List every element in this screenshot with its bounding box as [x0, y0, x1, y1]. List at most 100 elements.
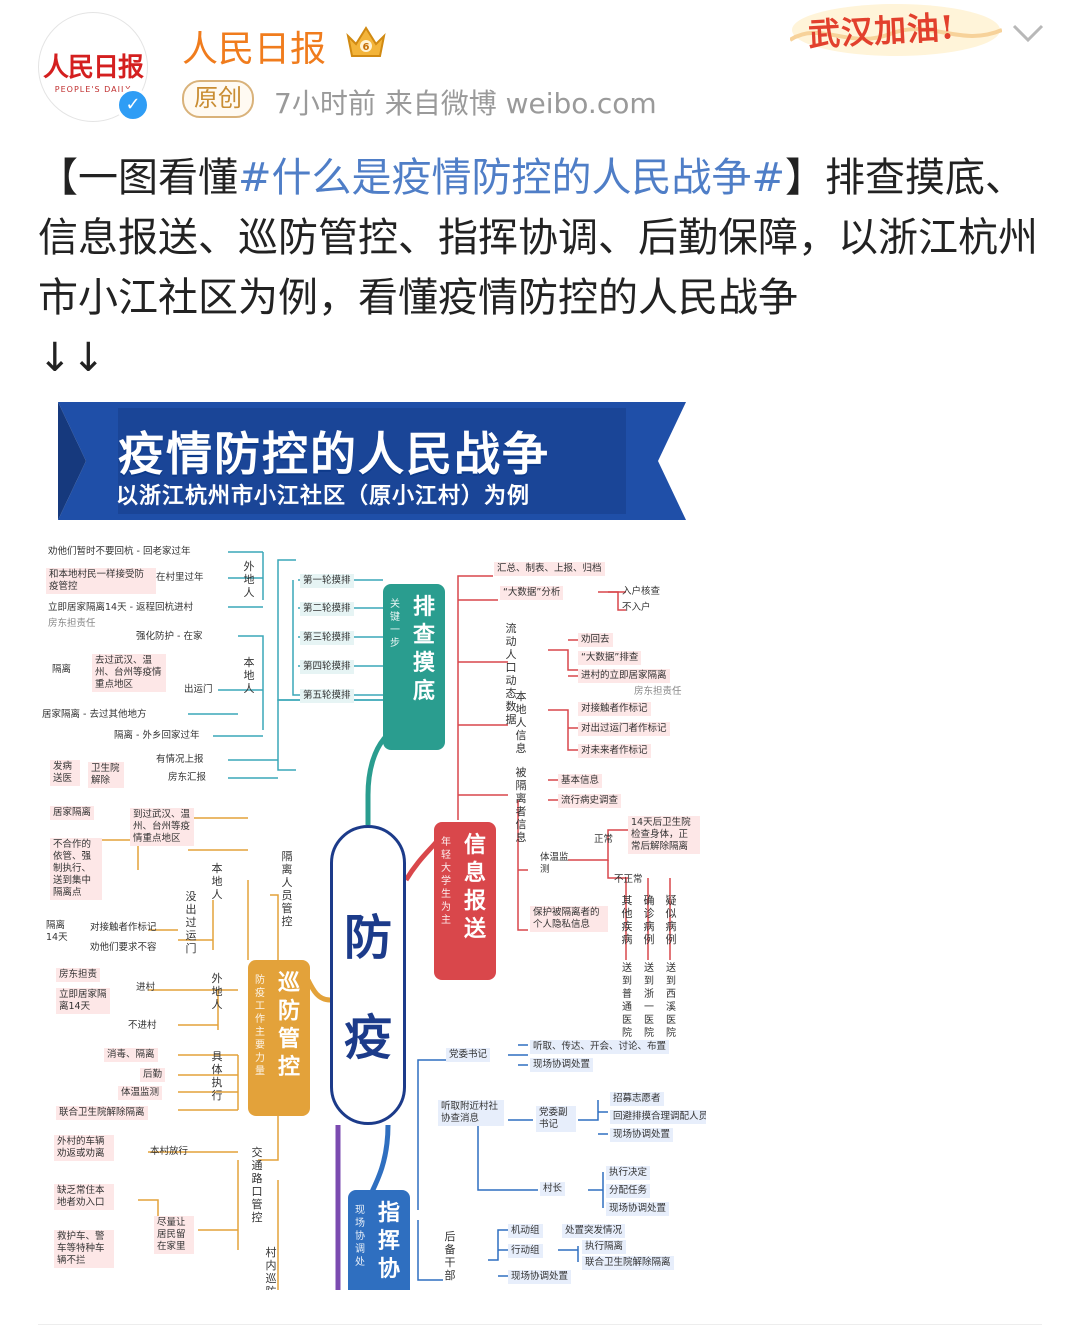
lt-waidi: 外地人 [243, 560, 255, 599]
lt-item-10: 隔离 - 外乡回家过年 [114, 730, 200, 741]
divider [38, 1324, 1042, 1325]
lt-item-6: 去过武汉、温州、台州等疫情重点地区 [92, 654, 166, 692]
lb-item-13: 后勤 [140, 1068, 166, 1082]
lb-vert-6: 村内巡防 [265, 1246, 277, 1290]
rb-item-6: 回避排摸合理调配人员 [610, 1110, 706, 1124]
rb-item-17: 联合卫生院解除隔离 [582, 1256, 674, 1270]
rb-item-15: 行动组 [508, 1244, 543, 1258]
username[interactable]: 人民日报 [182, 29, 327, 70]
rt-item-4: 劝回去 [578, 633, 613, 647]
post-prefix: 【一图看懂 [38, 155, 238, 201]
rt-dest-0: 送到普通医院 [622, 963, 632, 1039]
rb-item-11: 现场协调处置 [606, 1202, 670, 1216]
avatar-subtitle: PEOPLE'S DAILY [54, 85, 132, 94]
branch-zhihui-sub: 现场协调处 [355, 1205, 365, 1268]
branch-xunfang-sub: 防疫工作主要力量 [255, 975, 265, 1077]
rb-item-12: 后备干部 [444, 1230, 456, 1282]
lt-item-2: 在村里过年 [156, 572, 204, 583]
rb-item-5: 招募志愿者 [610, 1092, 664, 1106]
lt-item-7: 隔离 [52, 664, 72, 675]
avatar-logo: 人民日报 [42, 53, 144, 83]
info-subtitle: 以浙江杭州市小江社区（原小江村）为例 [116, 484, 531, 509]
lt-round-3: 第三轮摸排 [300, 631, 354, 645]
lt-item-3: 立即居家隔离14天 - 返程回杭进村 [48, 602, 194, 613]
lt-round-4: 第四轮摸排 [300, 660, 354, 674]
lb-vert-0: 隔离人员管控 [281, 850, 293, 928]
rb-item-0: 党委书记 [446, 1048, 491, 1062]
lb-vert-2: 没出过运门 [185, 890, 197, 955]
lb-item-7: 劝他们要求不容 [90, 942, 157, 953]
rt-item-6: 进村的立即居家隔离 [578, 669, 670, 683]
rt-item-5: “大数据”排查 [578, 651, 642, 665]
lb-item-10: 进村 [136, 982, 156, 993]
lb-item-4: 不合作的依管、强制执行、送到集中隔离点 [50, 838, 102, 900]
rt-dest-2: 送到西溪医院 [666, 963, 676, 1039]
lb-item-19: 救护车、警车等特种车辆不拦 [54, 1230, 114, 1268]
rt-item-0: 汇总、制表、上报、归档 [494, 562, 605, 576]
rt-item-16: 不正常 [614, 874, 643, 885]
lb-item-3: 到过武汉、温州、台州等疫情重点地区 [130, 808, 194, 846]
rt-group-1: 本地人信息 [515, 690, 527, 755]
lb-item-1: 卫生院解除 [88, 762, 124, 788]
lb-item-14: 体温监测 [118, 1086, 163, 1100]
branch-xinxi-sub: 年轻大学生为主 [441, 837, 451, 926]
rt-vertical-0: 其他疾病 [621, 894, 633, 946]
lb-item-6: 对接触者作标记 [90, 922, 157, 933]
chevron-down-icon[interactable] [1010, 20, 1046, 46]
branch-xinxi: 年轻大学生为主 信息报送 [434, 822, 496, 980]
lt-item-8: 出运门 [184, 684, 213, 695]
rb-item-10: 分配任务 [606, 1184, 651, 1198]
post-body: 】排查摸底、信息报送、巡防管控、指挥协调、后勤保障，以浙江杭州市小江社区为例，看… [38, 155, 1038, 321]
lt-item-5: 强化防护 - 在家 [136, 631, 203, 642]
rt-item-15: 体温监测 [540, 852, 569, 875]
lt-round-5: 第五轮摸排 [300, 689, 354, 703]
rb-item-3: 听取附近村社协查消息 [438, 1100, 504, 1126]
rt-item-14: 正常 [594, 834, 614, 845]
rt-item-2: 入户核查 [622, 586, 661, 597]
hub-char-2: 疫 [343, 1010, 392, 1066]
lt-item-12: 房东汇报 [168, 772, 207, 783]
branch-paicha: 关键一步 排查摸底 [383, 584, 445, 750]
branch-zhihui: 现场协调处 指挥协 [348, 1190, 410, 1290]
rt-item-3: 不入户 [622, 602, 651, 613]
verified-icon: ✓ [116, 88, 150, 122]
rt-item-7: 房东担责任 [634, 686, 682, 697]
rt-dest-1: 送到浙一医院 [644, 963, 654, 1039]
branch-xinxi-title: 信息报送 [463, 833, 486, 942]
rb-item-13: 机动组 [508, 1224, 543, 1238]
original-tag: 原创 [182, 80, 254, 118]
hashtag-link[interactable]: #什么是疫情防控的人民战争# [238, 155, 786, 201]
lb-item-11: 不进村 [128, 1020, 157, 1031]
rb-item-1: 听取、传达、开会、讨论、布置 [530, 1040, 670, 1054]
rt-item-12: 流行病史调查 [558, 794, 622, 808]
rt-item-11: 基本信息 [558, 774, 603, 788]
rb-item-2: 现场协调处置 [530, 1058, 594, 1072]
post-arrows: ↓↓ [38, 335, 106, 381]
lt-item-4: 房东担责任 [48, 618, 96, 629]
lb-vert-3: 外地人 [211, 972, 223, 1011]
rb-item-14: 处置突发情况 [562, 1224, 626, 1238]
lb-item-12: 消毒、隔离 [104, 1048, 158, 1062]
rt-item-8: 对接触者作标记 [578, 702, 651, 716]
rb-item-4: 党委副书记 [536, 1106, 576, 1132]
rt-group-0: 流动人口动态数据 [505, 622, 517, 726]
avatar[interactable]: 人民日报 PEOPLE'S DAILY [38, 12, 148, 122]
infographic-image[interactable]: 疫情防控的人民战争 以浙江杭州市小江社区（原小江村）为例 [38, 400, 706, 1290]
lb-item-20: 尽量让居民留在家里 [154, 1216, 194, 1254]
post-text: 【一图看懂#什么是疫情防控的人民战争#】排查摸底、信息报送、巡防管控、指挥协调、… [38, 148, 1042, 388]
crown-icon[interactable]: 6 [344, 22, 388, 62]
rt-group-2: 被隔离者信息 [515, 766, 527, 844]
rb-item-9: 执行决定 [606, 1166, 651, 1180]
center-hub: 防 疫 [330, 825, 406, 1125]
branch-paicha-sub: 关键一步 [390, 599, 400, 649]
lt-item-1: 和本地村民一样接受防疫管控 [46, 568, 156, 594]
lt-bendi: 本地人 [243, 656, 255, 695]
lt-round-2: 第二轮摸排 [300, 602, 354, 616]
lb-item-18: 缺乏常住本地者劝入口 [54, 1184, 114, 1210]
vip-level: 6 [363, 42, 370, 53]
lb-item-16: 外村的车辆劝返或劝离 [54, 1135, 114, 1161]
rt-item-9: 对出过运门者作标记 [578, 722, 670, 736]
rb-item-7: 现场协调处置 [610, 1128, 674, 1142]
lb-vert-4: 具体执行 [211, 1050, 223, 1102]
info-title: 疫情防控的人民战争 [118, 427, 550, 481]
